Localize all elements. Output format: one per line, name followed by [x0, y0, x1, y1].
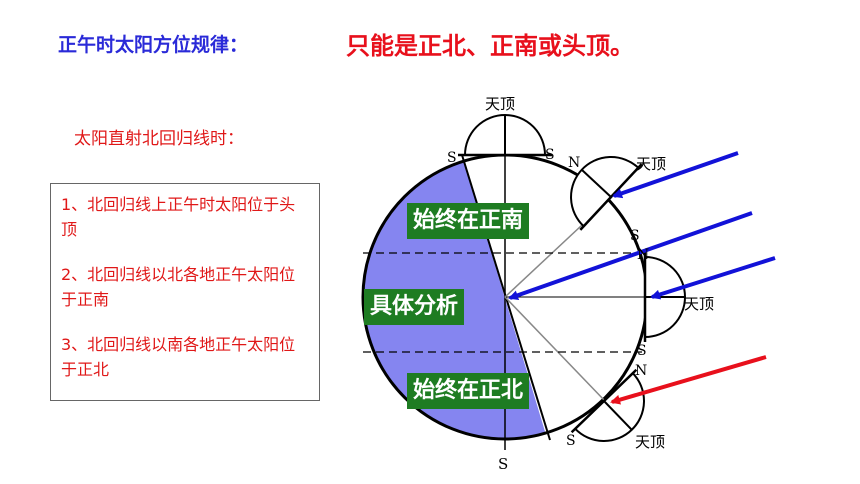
sun-ray-1: [612, 151, 739, 199]
label-always-north: 始终在正北: [407, 373, 530, 409]
rule-2: 2、北回归线以北各地正午太阳位于正南: [61, 265, 296, 309]
zenith-label-right: 天顶: [684, 295, 714, 313]
label-analysis: 具体分析: [364, 289, 465, 325]
zenith-label-top: 天顶: [485, 95, 515, 113]
sun-ray-2: [508, 211, 753, 301]
rule-1: 1、北回归线上正午时太阳位于头顶: [61, 195, 296, 239]
label-always-south: 始终在正南: [407, 203, 530, 239]
conclusion-text: 只能是正北、正南或头顶。: [346, 32, 634, 60]
north-label: N: [635, 363, 647, 379]
sun-ray-3: [650, 256, 776, 300]
zenith-label-upper: 天顶: [636, 155, 666, 173]
south-pole-label: S: [498, 455, 508, 473]
north-label: N: [637, 247, 649, 263]
south-label: S: [447, 150, 457, 166]
page-title: 正午时太阳方位规律：: [58, 34, 249, 56]
south-label: S: [630, 228, 640, 244]
south-label: S: [566, 433, 576, 449]
rules-box: 1、北回归线上正午时太阳位于头顶 2、北回归线以北各地正午太阳位于正南 3、北回…: [50, 183, 320, 401]
south-label: S: [637, 343, 647, 359]
sun-ray-red: [610, 355, 767, 405]
zenith-label-lower: 天顶: [635, 433, 665, 451]
condition-heading: 太阳直射北回归线时：: [74, 129, 244, 149]
rule-3: 3、北回归线以南各地正午太阳位于正北: [61, 335, 296, 379]
south-label: S: [545, 147, 555, 163]
north-label: N: [568, 155, 580, 171]
